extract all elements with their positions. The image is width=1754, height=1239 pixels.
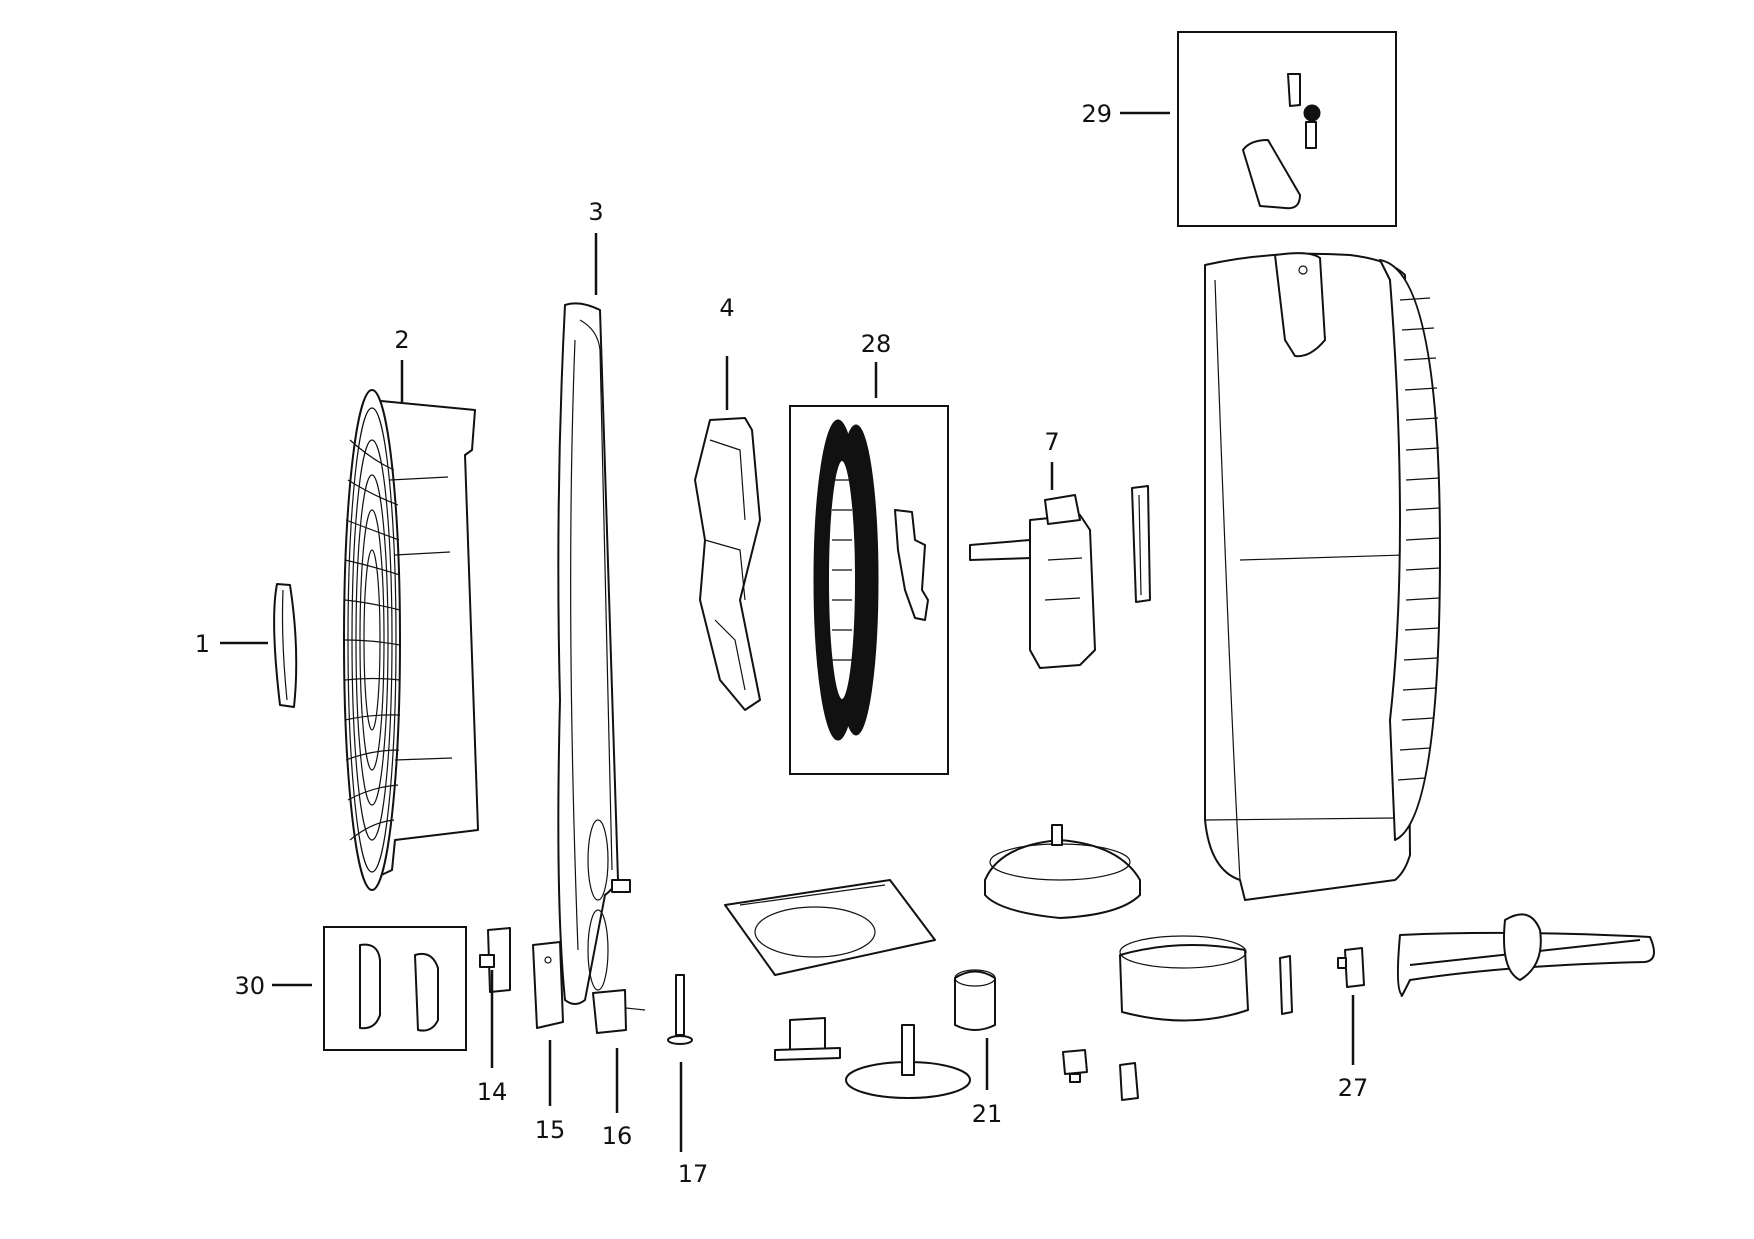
part-29-remote-kit (1177, 31, 1397, 227)
callout-28: 28 (861, 330, 892, 358)
part-7-motor (969, 494, 1096, 669)
part-base-plate (724, 879, 936, 976)
part-29-frame (1177, 31, 1397, 227)
part-turntable (845, 1024, 971, 1099)
part-17-shaft (667, 974, 693, 1045)
part-1-badge (273, 583, 298, 708)
part-housing (1204, 252, 1441, 901)
part-oscillation-cup (1119, 935, 1249, 1022)
part-28-rotor-assembly (789, 405, 949, 775)
callout-7: 7 (1044, 428, 1059, 456)
callout-17: 17 (678, 1160, 709, 1188)
part-21-synchro-motor (954, 969, 996, 1031)
part-28-frame (789, 405, 949, 775)
callout-16: 16 (602, 1122, 633, 1150)
part-power-cord (1396, 913, 1655, 997)
callout-27: 27 (1338, 1074, 1369, 1102)
part-gear-housing (984, 824, 1141, 919)
callout-21: 21 (972, 1100, 1003, 1128)
part-bracket (774, 1017, 841, 1061)
part-15-switch (532, 941, 564, 1029)
part-30-filter-kit (323, 926, 467, 1051)
part-2-front-grille (343, 389, 479, 891)
callout-14: 14 (477, 1078, 508, 1106)
part-27-connector (1337, 947, 1365, 988)
callout-1: 1 (195, 630, 210, 658)
part-knob-a (1062, 1049, 1088, 1083)
callout-3: 3 (588, 198, 603, 226)
part-strip (1131, 485, 1151, 603)
callout-4: 4 (719, 294, 734, 322)
part-terminal (1279, 955, 1293, 1015)
callout-15: 15 (535, 1116, 566, 1144)
callout-labels: 1 2 3 4 7 14 15 16 17 21 27 28 29 30 (195, 100, 1369, 1188)
callout-29: 29 (1081, 100, 1112, 128)
part-3-rear-frame (557, 302, 631, 1005)
callout-2: 2 (394, 326, 409, 354)
part-16-microswitch (592, 989, 646, 1034)
part-14-switch (479, 927, 511, 993)
callout-30: 30 (234, 972, 265, 1000)
part-4-fan-blade (694, 417, 761, 711)
leader-lines (220, 111, 1355, 1152)
part-knob-b (1119, 1062, 1139, 1101)
part-30-frame (323, 926, 467, 1051)
